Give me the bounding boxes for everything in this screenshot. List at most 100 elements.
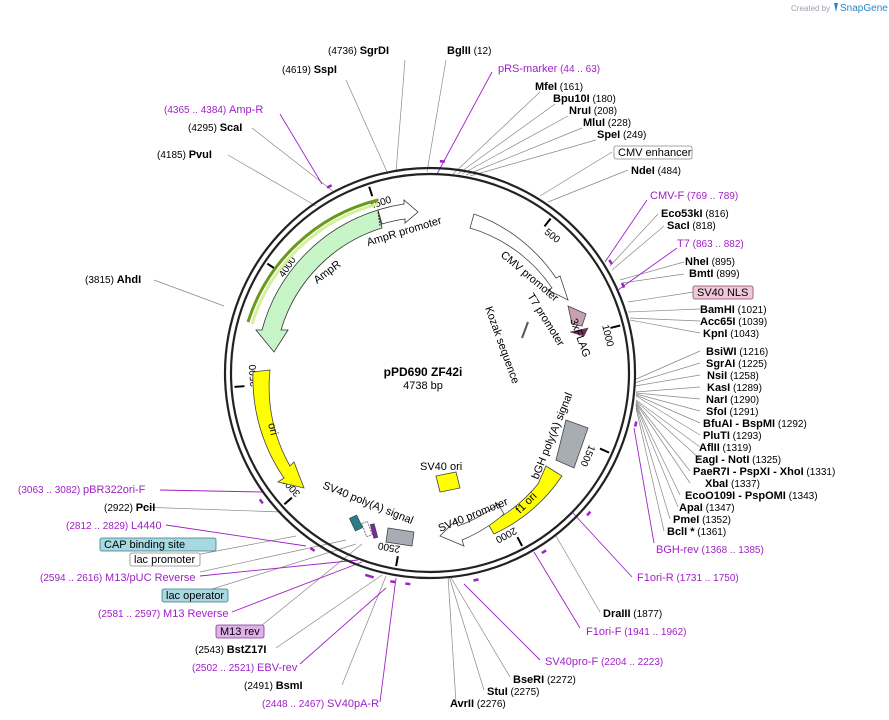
cmv-enhancer-label-box [613,145,693,160]
tick-mark [283,496,293,506]
tick-label: 1000 [599,324,615,349]
enzyme-label[interactable]: NdeI (484) [631,165,681,177]
kozak-marker [521,321,529,339]
enzyme-label[interactable]: NruI (208) [569,105,617,117]
primer-marker [633,421,638,427]
primer-label[interactable]: (2502 .. 2521) EBV-rev [192,662,298,674]
cap-binding-site-label[interactable]: CAP binding site [104,539,185,551]
tick-mark [599,447,610,454]
primer-leader-lines [159,71,678,703]
sv40-nls-label[interactable]: SV40 NLS [697,287,748,299]
sv40-promoter-arrow [439,503,505,547]
enzyme-label[interactable]: MluI (228) [583,117,631,129]
enzyme-label[interactable]: DraIII (1877) [603,608,662,620]
primer-label[interactable]: (2448 .. 2467) SV40pA-R [262,698,379,710]
enzyme-label[interactable]: BsiWI (1216) [706,346,768,358]
bgh-polya-block [555,419,589,469]
primer-label[interactable]: SV40pro-F (2204 .. 2223) [545,656,663,668]
enzyme-label[interactable]: BfuAI - BspMI (1292) [703,418,807,430]
enzyme-label[interactable]: NsiI (1258) [707,370,759,382]
cmv-promoter-arrow [469,213,569,301]
lac-promoter-label-box [129,552,201,567]
enzyme-label[interactable]: (4295) ScaI [188,122,242,134]
enzyme-label[interactable]: BamHI (1021) [700,304,767,316]
sv40-polya-label: SV40 poly(A) signal [321,480,415,527]
enzyme-label[interactable]: (2922) PciI [104,502,155,514]
plasmid-backbone [223,166,637,580]
enzyme-label[interactable]: KasI (1289) [707,382,762,394]
primer-label[interactable]: T7 (863 .. 882) [677,238,744,250]
enzyme-label[interactable]: Bpu10I (180) [553,93,616,105]
enzyme-label[interactable]: StuI (2275) [487,686,539,698]
enzyme-label[interactable]: Eco53kI (816) [661,208,729,220]
enzyme-label[interactable]: SpeI (249) [597,129,646,141]
primer-marker [473,578,479,582]
enzyme-label[interactable]: KpnI (1043) [703,328,759,340]
primer-label[interactable]: (4365 .. 4384) Amp-R [164,104,263,116]
enzyme-label[interactable]: NheI (895) [685,256,735,268]
enzyme-label[interactable]: Acc65I (1039) [700,316,767,328]
m13-rev-label[interactable]: M13 rev [220,626,260,638]
primer-label[interactable]: (2812 .. 2829) L4440 [66,520,162,532]
plasmid-length: 4738 bp [403,380,443,392]
enzyme-label[interactable]: NarI (1290) [706,394,759,406]
enzyme-label[interactable]: XbaI (1337) [705,478,760,490]
primer-label[interactable]: BGH-rev (1368 .. 1385) [656,544,764,556]
snapgene-brand: SnapGene [840,3,888,14]
enzyme-label[interactable]: (3815) AhdI [85,274,141,286]
enzyme-label[interactable]: BseRI (2272) [513,674,576,686]
enzyme-label[interactable]: AvrII (2276) [450,698,506,710]
enzyme-label[interactable]: PaeR7I - PspXI - XhoI (1331) [693,466,835,478]
enzyme-label[interactable]: EagI - NotI (1325) [695,454,781,466]
primer-marker [608,259,614,265]
snapgene-logo-icon [834,3,838,12]
enzyme-label[interactable]: SfoI (1291) [706,406,758,418]
enzyme-label[interactable]: PluTI (1293) [703,430,762,442]
enzyme-label[interactable]: SacI (818) [667,220,716,232]
cap-site-block [349,514,363,532]
enzyme-label[interactable]: AflII (1319) [699,442,751,454]
primer-label[interactable]: (3063 .. 3082) pBR322ori-F [18,484,146,496]
created-by-text: Created by [791,4,830,13]
lac-operator-label[interactable]: lac operator [166,590,224,602]
enzyme-label[interactable]: MfeI (161) [535,81,583,93]
primer-label[interactable]: (2581 .. 2597) M13 Reverse [98,608,228,620]
tick-label: 500 [542,227,562,246]
primer-marker [586,510,592,517]
enzyme-label[interactable]: (2491) BsmI [244,680,303,692]
enzyme-label[interactable]: BmtI (899) [689,268,740,280]
tick-mark [395,556,399,567]
3xflag-label: 3xFLAG [567,317,592,359]
ori-arrow [252,369,305,489]
primer-markers [258,159,638,586]
tick-mark [516,536,524,547]
lac-promoter-block [361,521,373,537]
enzyme-label[interactable]: BglII (12) [447,45,491,57]
enzyme-label[interactable]: EcoO109I - PspOMI (1343) [685,490,818,502]
primer-label[interactable]: CMV-F (769 .. 789) [650,190,738,202]
ampr-arrow [255,209,383,353]
enzyme-label[interactable]: (2543) BstZ17I [195,644,266,656]
label-leader-lines [139,59,701,704]
primer-label[interactable]: F1ori-F (1941 .. 1962) [586,626,687,638]
t7-promoter-label: T7 promoter [524,291,566,348]
primer-marker [620,282,626,289]
enzyme-label[interactable]: SgrAI (1225) [706,358,767,370]
enzyme-label[interactable]: ApaI (1347) [679,502,735,514]
primer-marker [364,573,371,578]
kozak-sequence-label: Kozak sequence [482,305,521,386]
primer-label[interactable]: (2594 .. 2616) M13/pUC Reverse [40,572,196,584]
enzyme-label[interactable]: (4185) PvuI [157,149,212,161]
lac-promoter-label[interactable]: lac promoter [134,554,195,566]
tick-mark [234,385,245,388]
enzyme-label[interactable]: BclI * (1361) [667,526,726,538]
primer-label[interactable]: F1ori-R (1731 .. 1750) [637,572,739,584]
enzyme-label[interactable]: (4736) SgrDI [328,45,389,57]
enzyme-label[interactable]: (4619) SspI [282,64,337,76]
cmv-enhancer-label[interactable]: CMV enhancer [618,147,692,159]
enzyme-label[interactable]: PmeI (1352) [673,514,731,526]
sv40-ori-block [435,471,461,493]
ampr-highlight [246,198,379,323]
primer-label[interactable]: pRS-marker (44 .. 63) [498,63,600,75]
